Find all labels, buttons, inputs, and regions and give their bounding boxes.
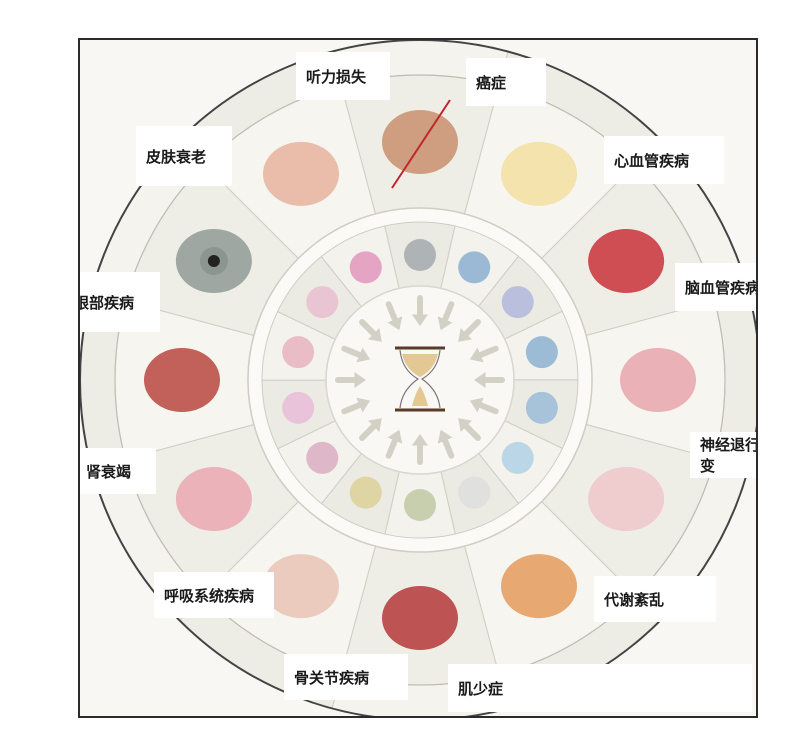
pancreas-icon <box>501 554 577 619</box>
protein-icon <box>525 391 558 424</box>
inward-arrow-icon <box>469 345 499 363</box>
inward-arrow-icon <box>411 295 429 326</box>
tissue-icon <box>306 441 339 474</box>
cell-icon <box>501 441 534 474</box>
inward-arrow-icon <box>341 397 371 415</box>
label-renal: 肾衰竭 <box>80 448 156 494</box>
label-skin: 皮肤衰老 <box>136 126 232 186</box>
stem-cell-cycle-icon <box>282 391 315 424</box>
diagram-frame: 听力损失 癌症 心血管疾病 脑血管疾病 神经退行性变 代谢紊乱 肌少症 骨关节疾… <box>78 38 758 718</box>
ear-crossed-icon <box>382 110 458 174</box>
inward-arrow-icon <box>411 434 429 465</box>
inward-arrow-icon <box>458 319 481 342</box>
strike-line <box>391 99 451 189</box>
heart-icon <box>588 229 665 293</box>
chromosome-icon <box>501 286 534 319</box>
kidneys-icon <box>144 348 220 412</box>
skin-icon <box>263 141 339 206</box>
bone-icon <box>263 554 339 619</box>
cell-communication-icon <box>306 286 339 319</box>
label-neurodegeneration: 神经退行性变 <box>690 432 756 478</box>
inflammation-dots-icon <box>282 336 315 369</box>
muscle-atrophy-icon <box>382 586 458 650</box>
inward-arrow-icon <box>385 301 403 331</box>
cancer-cell-icon <box>501 141 577 206</box>
inward-arrow-icon <box>359 319 382 342</box>
dna-icon <box>458 251 491 284</box>
label-hearing-loss: 听力损失 <box>296 52 390 100</box>
label-cancer: 癌症 <box>466 58 546 106</box>
senescent-leaf-icon <box>349 476 382 509</box>
brain-icon <box>620 348 696 412</box>
label-respiratory: 呼吸系统疾病 <box>154 572 274 618</box>
inward-arrow-icon <box>458 418 481 441</box>
inward-arrow-icon <box>469 397 499 415</box>
label-cardiovascular: 心血管疾病 <box>604 136 724 184</box>
population-icon <box>404 239 436 271</box>
aging-disease-wheel <box>80 40 756 716</box>
bacteria-icon <box>349 251 382 284</box>
pupil-icon <box>207 255 220 267</box>
hourglass-icon <box>395 346 445 412</box>
label-metabolic: 代谢紊乱 <box>594 576 716 622</box>
label-cerebrovascular: 脑血管疾病 <box>675 263 756 311</box>
inward-arrow-icon <box>359 418 382 441</box>
band-ring <box>114 74 726 686</box>
label-sarcopenia: 肌少症 <box>448 664 752 712</box>
label-ocular: 眼部疾病 <box>80 272 160 332</box>
brain-coronal-icon <box>588 467 665 531</box>
inward-arrow-icon <box>437 301 455 331</box>
inward-arrow-icon <box>341 345 371 363</box>
inward-arrow-icon <box>437 429 455 459</box>
lungs-icon <box>175 467 252 531</box>
mitochondria-icon <box>404 489 436 521</box>
microvilli-icon <box>458 476 491 509</box>
chromatin-icon <box>525 336 558 369</box>
inward-arrow-icon <box>335 371 366 389</box>
inward-arrow-icon <box>385 429 403 459</box>
inward-arrow-icon <box>474 371 505 389</box>
label-osteoarticular: 骨关节疾病 <box>284 654 408 700</box>
